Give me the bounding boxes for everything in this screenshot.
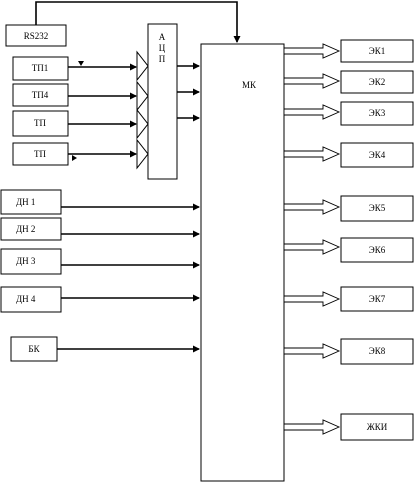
dn3-label: ДН 3 xyxy=(16,256,36,266)
output-arrow-4 xyxy=(283,146,341,162)
mk-label: МК xyxy=(242,80,257,90)
ek5-block: ЭК5 xyxy=(340,195,414,222)
ek4-block: ЭК4 xyxy=(340,142,414,168)
output-arrow-1 xyxy=(283,43,341,59)
dn2-block: ДН 2 xyxy=(0,217,62,241)
dn4-block: ДН 4 xyxy=(0,286,62,313)
ek8-block: ЭК8 xyxy=(340,338,414,365)
lcd-label: ЖКИ xyxy=(367,422,388,432)
ek2-block: ЭК2 xyxy=(340,70,414,94)
dn1-block: ДН 1 xyxy=(0,189,62,215)
ek3-block: ЭК3 xyxy=(340,101,414,126)
tp-b-label: ТП xyxy=(34,149,46,159)
output-arrow-8 xyxy=(283,343,341,359)
ek7-label: ЭК7 xyxy=(369,294,386,304)
output-arrow-9 xyxy=(283,419,341,435)
rs232-to-mk-wire xyxy=(35,1,241,43)
ek5-label: ЭК5 xyxy=(369,203,386,213)
dn4-label: ДН 4 xyxy=(16,294,36,304)
dn3-block: ДН 3 xyxy=(0,248,62,275)
output-arrow-6 xyxy=(283,239,341,255)
ek6-block: ЭК6 xyxy=(340,237,414,263)
output-arrow-7 xyxy=(283,291,341,307)
amplifier-triangle xyxy=(136,80,149,112)
output-arrow-5 xyxy=(283,199,341,215)
rs232-block: RS232 xyxy=(5,24,67,47)
tp-block-b: ТП xyxy=(12,142,69,166)
rs232-label: RS232 xyxy=(24,31,49,41)
bk-block: БК xyxy=(10,336,58,362)
mk-block: МК xyxy=(200,43,285,482)
small-arrow-mark xyxy=(78,61,84,66)
output-arrow-2 xyxy=(283,73,341,89)
amplifier-triangle xyxy=(136,108,149,140)
tp4-label: ТП4 xyxy=(32,90,49,100)
tp-block-a: ТП xyxy=(12,110,69,137)
dn2-label: ДН 2 xyxy=(16,224,35,234)
ek8-label: ЭК8 xyxy=(369,346,386,356)
adc-letter-3: П xyxy=(159,54,166,64)
output-arrow-3 xyxy=(283,104,341,120)
ek1-label: ЭК1 xyxy=(369,46,385,56)
amplifier-triangle xyxy=(136,50,149,82)
tp1-block: ТП1 xyxy=(12,56,69,81)
ek6-label: ЭК6 xyxy=(369,245,386,255)
tp1-label: ТП1 xyxy=(32,63,49,73)
ek1-block: ЭК1 xyxy=(340,39,414,63)
ek7-block: ЭК7 xyxy=(340,286,414,312)
adc-letter-1: А xyxy=(159,32,166,42)
adc-block: А Ц П xyxy=(147,23,178,180)
adc-letter-2: Ц xyxy=(159,43,166,53)
ek2-label: ЭК2 xyxy=(369,77,385,87)
tp4-block: ТП4 xyxy=(12,83,69,107)
small-arrow-mark xyxy=(72,155,77,161)
ek4-label: ЭК4 xyxy=(369,150,386,160)
dn1-label: ДН 1 xyxy=(16,197,35,207)
tp-a-label: ТП xyxy=(34,118,46,128)
ek3-label: ЭК3 xyxy=(369,108,386,118)
amplifier-triangle xyxy=(136,138,149,170)
lcd-block: ЖКИ xyxy=(340,413,414,441)
bk-label: БК xyxy=(28,344,40,354)
